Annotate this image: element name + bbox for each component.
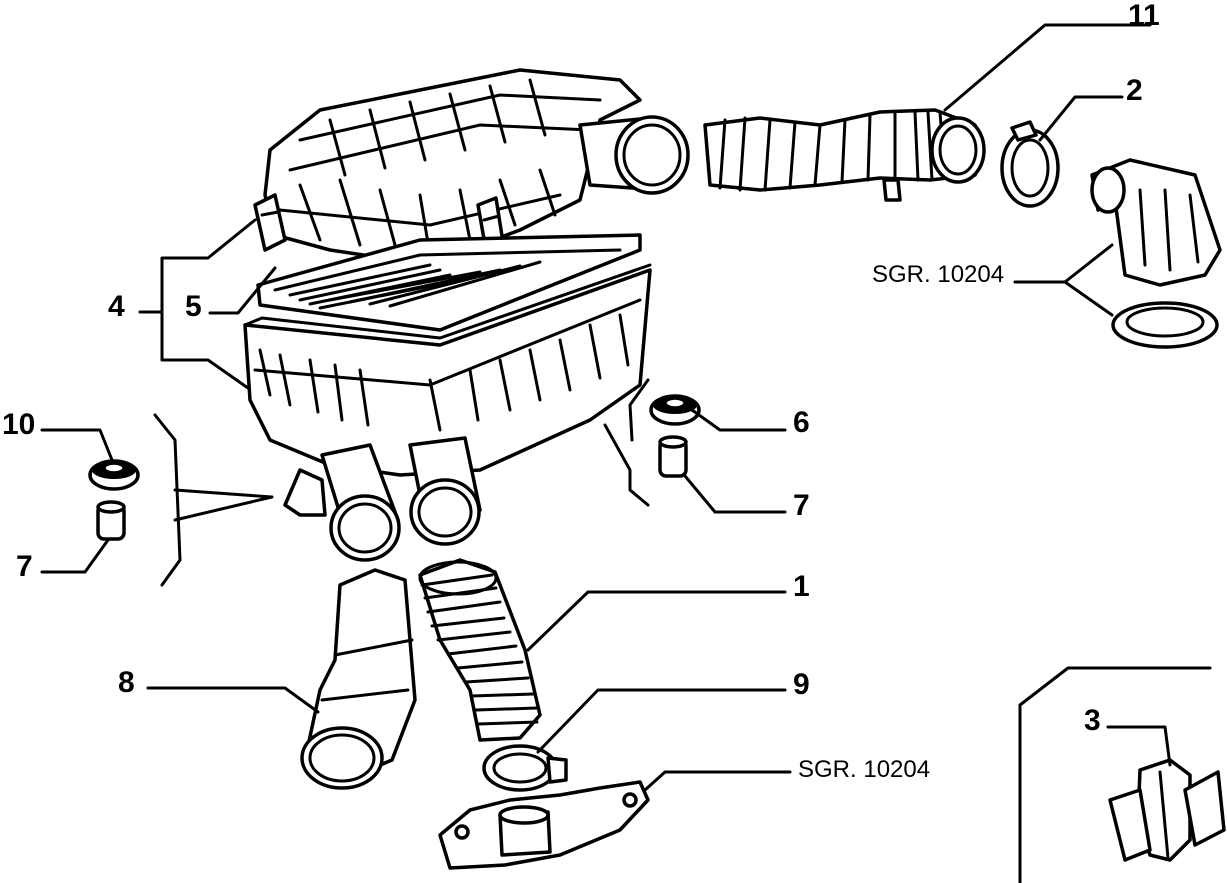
air-filter-cover bbox=[263, 68, 642, 267]
part-11-corrugated-hose bbox=[703, 108, 986, 202]
leader-lines bbox=[40, 23, 1172, 792]
label-3: 3 bbox=[1084, 704, 1101, 737]
part-2-hose-clamp bbox=[1000, 120, 1060, 208]
housing-mount-bracket bbox=[283, 468, 327, 517]
label-4: 4 bbox=[108, 290, 125, 323]
cover-clip-left bbox=[253, 193, 287, 252]
label-7-left: 7 bbox=[16, 550, 33, 583]
lower-air-duct bbox=[438, 780, 650, 870]
housing-inlet-tube-left bbox=[320, 443, 401, 562]
bracket-line-right-top bbox=[628, 378, 650, 442]
label-10: 10 bbox=[2, 408, 35, 441]
label-5: 5 bbox=[185, 290, 202, 323]
part-9-hose-clamp bbox=[482, 744, 568, 792]
label-8: 8 bbox=[118, 666, 135, 699]
elbow-cap bbox=[1090, 158, 1222, 287]
sealing-ring bbox=[1111, 301, 1219, 349]
filter-element bbox=[256, 233, 642, 332]
bracket-line-left bbox=[153, 413, 182, 587]
inset-frame bbox=[1018, 666, 1212, 883]
ref-lower: SGR. 10204 bbox=[798, 756, 930, 783]
label-6: 6 bbox=[793, 406, 810, 439]
air-filter-lower-housing bbox=[243, 263, 652, 477]
label-2: 2 bbox=[1126, 74, 1143, 107]
part-7-spacer-right bbox=[658, 435, 688, 478]
cover-outlet-duct bbox=[578, 115, 690, 195]
bracket-line-right-bottom bbox=[603, 423, 650, 507]
part-7-spacer-left bbox=[96, 500, 126, 541]
label-9: 9 bbox=[793, 668, 810, 701]
part-6-grommet bbox=[649, 394, 701, 426]
part-3-clip bbox=[1108, 758, 1226, 862]
label-7-right: 7 bbox=[793, 489, 810, 522]
housing-inlet-tube-right bbox=[408, 436, 482, 546]
ref-upper: SGR. 10204 bbox=[872, 261, 1004, 288]
part-8-intake-tube bbox=[300, 568, 417, 790]
label-1: 1 bbox=[793, 570, 810, 603]
label-11: 11 bbox=[1128, 0, 1160, 32]
part-1-bellows-hose bbox=[418, 558, 542, 742]
part-10-grommet bbox=[88, 459, 140, 491]
